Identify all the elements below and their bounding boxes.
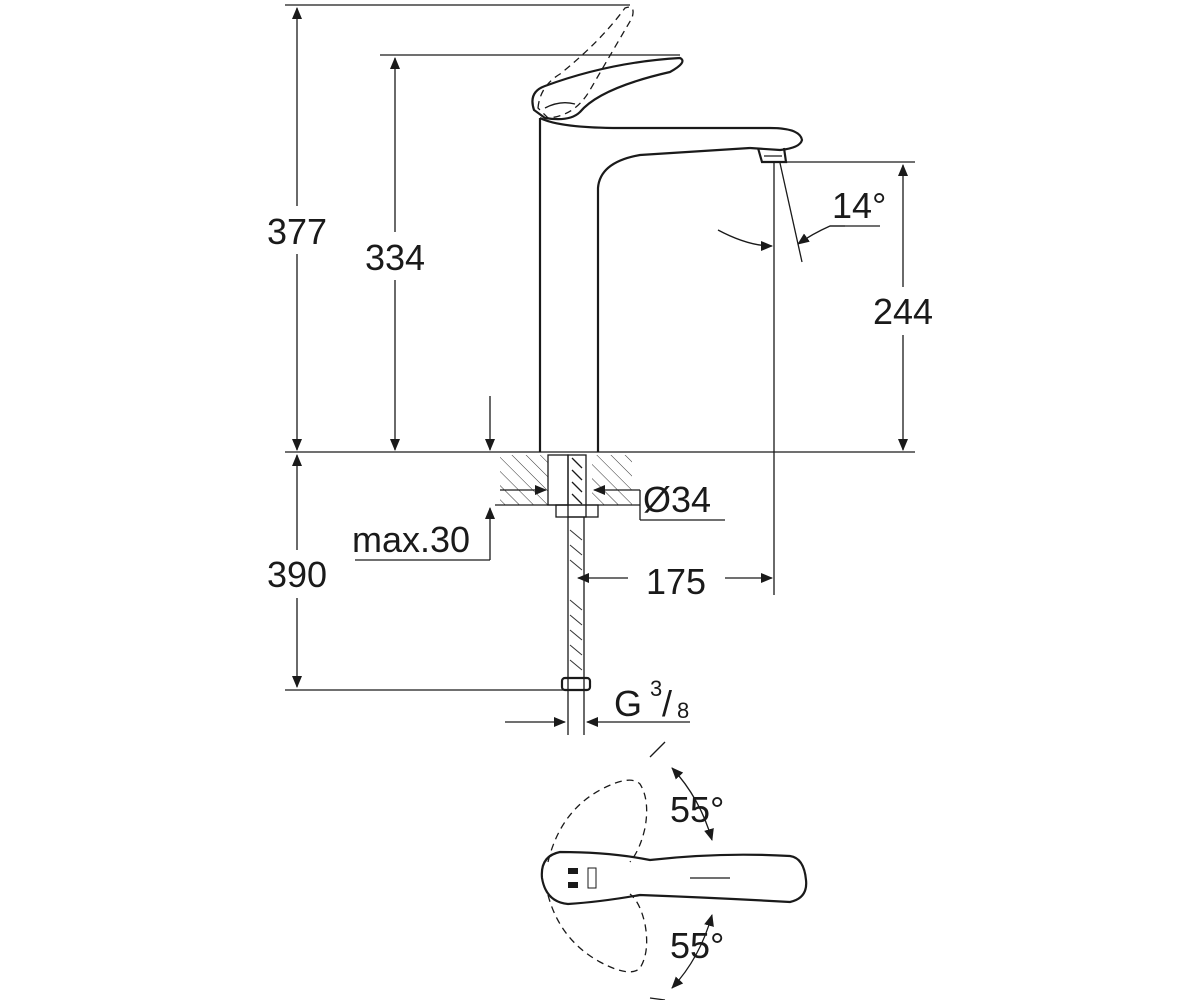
rotation-down-label: 55° [670,925,724,966]
total-height-label: 377 [267,211,327,252]
dimension-390: 390 [252,454,568,691]
spout-angle-label: 14° [832,185,886,226]
dimension-hole-diameter: Ø34 [500,479,725,521]
connection-den-label: 8 [677,698,689,723]
connection-num-label: 3 [650,676,662,701]
dimension-max-thickness: max.30 [352,396,495,561]
dimension-334: 334 [352,54,680,451]
dimension-spout-angle: 14° [717,162,886,595]
hole-diameter-label: Ø34 [643,479,711,520]
dimension-connection: G 3 / 8 [505,676,690,727]
spout-reach-label: 175 [646,561,706,602]
lever-open-outline [537,6,634,119]
connection-slash: / [662,683,672,724]
lever-top-view [540,779,808,973]
rotation-up-label: 55° [670,789,724,830]
spout-height-label: 244 [873,291,933,332]
dimension-rotation-up: 55° [649,741,724,841]
lever-height-label: 334 [365,237,425,278]
faucet-body [531,56,804,452]
hose-length-label: 390 [267,554,327,595]
mounting-section [495,454,640,735]
dimension-175: 175 [577,561,773,602]
dimension-377: 377 [252,4,630,451]
max-thickness-label: max.30 [352,519,470,560]
dimension-244: 244 [770,161,948,451]
dimension-rotation-down: 55° [649,914,724,1000]
connection-main-label: G [614,683,642,724]
